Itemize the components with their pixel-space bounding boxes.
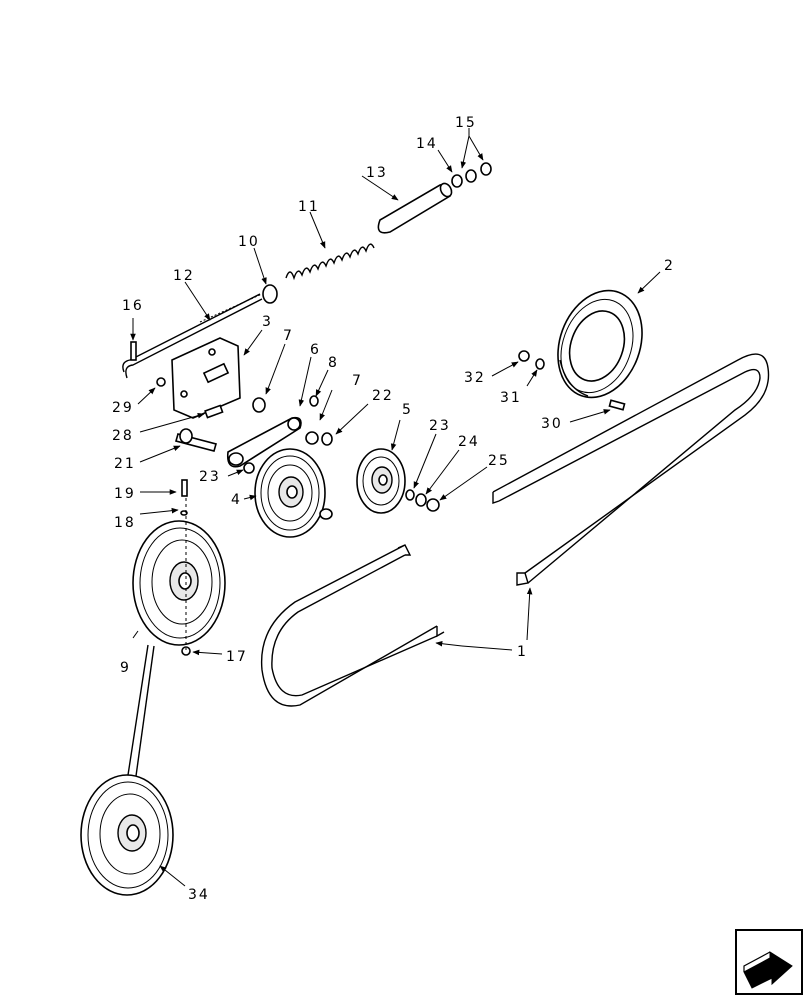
tension-rod-12 — [122, 293, 263, 379]
tube-13 — [377, 182, 453, 234]
next-page-arrow-icon[interactable] — [735, 929, 803, 995]
callout-11: 11 — [298, 199, 320, 215]
callout-32: 32 — [464, 370, 486, 386]
spring-11 — [285, 243, 375, 281]
callout-15: 15 — [455, 115, 477, 131]
callout-12: 12 — [173, 268, 195, 284]
callout-28: 28 — [112, 428, 134, 444]
bracket-3 — [171, 337, 241, 419]
callout-16: 16 — [122, 298, 144, 314]
callout-29: 29 — [112, 400, 134, 416]
pulley-4 — [254, 448, 333, 538]
drive-belt — [260, 353, 770, 707]
callout-8: 8 — [328, 355, 339, 371]
callout-7a: 7 — [283, 328, 294, 344]
pulley-34 — [80, 774, 174, 896]
callout-1: 1 — [517, 644, 528, 660]
callout-13: 13 — [366, 165, 388, 181]
callout-9: 9 — [120, 660, 131, 676]
pulley-9 — [132, 520, 226, 646]
callout-19: 19 — [114, 486, 136, 502]
hardware — [130, 162, 626, 656]
idler-arm-6 — [226, 416, 302, 468]
callout-18: 18 — [114, 515, 136, 531]
callout-34: 34 — [188, 887, 210, 903]
pulley-5 — [356, 448, 406, 514]
callout-23b: 23 — [429, 418, 451, 434]
callout-labels: 1 2 3 4 5 6 7 7 8 9 10 11 12 13 14 15 16… — [112, 115, 675, 903]
callout-25: 25 — [488, 453, 510, 469]
leader-lines — [130, 128, 661, 887]
callout-31: 31 — [500, 390, 522, 406]
callout-10: 10 — [238, 234, 260, 250]
callout-30: 30 — [541, 416, 563, 432]
callout-4: 4 — [231, 492, 242, 508]
callout-21: 21 — [114, 456, 136, 472]
callout-7b: 7 — [352, 373, 363, 389]
callout-3: 3 — [262, 314, 273, 330]
pulley-2 — [557, 289, 643, 399]
callout-23a: 23 — [199, 469, 221, 485]
callout-14: 14 — [416, 136, 438, 152]
callout-2: 2 — [664, 258, 675, 274]
callout-24: 24 — [458, 434, 480, 450]
callout-17: 17 — [226, 649, 248, 665]
callout-22: 22 — [372, 388, 394, 404]
callout-6: 6 — [310, 342, 321, 358]
callout-5: 5 — [402, 402, 413, 418]
